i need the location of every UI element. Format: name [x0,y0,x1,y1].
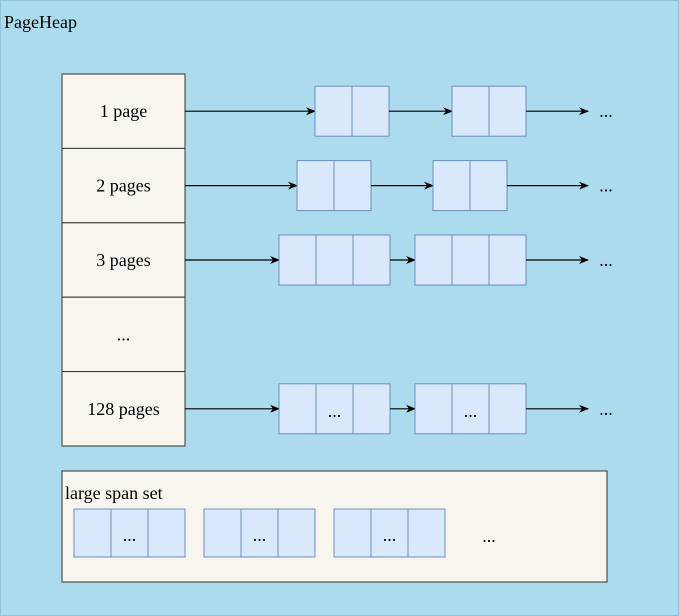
page-cell [469,160,508,212]
page-cell [414,234,453,286]
free-list-cell [61,296,186,373]
free-list-label: ... [117,324,131,344]
page-cell [451,85,490,137]
free-list-ellipsis: ... [599,250,613,270]
free-list-cell [61,73,186,149]
page-cell [203,508,242,558]
page-cell [351,85,390,137]
page-cell [315,383,354,435]
free-list-row: ... [61,296,186,373]
page-cell [488,383,527,435]
page-cell [407,508,446,558]
free-lists: 1 page...2 pages...3 pages......128 page… [61,73,613,447]
span-block: ... [278,383,391,435]
large-span-set: large span set ......... ... [61,470,608,583]
span-block [278,234,391,286]
free-list-label: 128 pages [87,399,159,419]
page-cell-ellipsis: ... [253,525,267,545]
page-cell [352,383,391,435]
free-list-ellipsis: ... [599,399,613,419]
large-span-block: ... [333,508,446,558]
page-cell [451,234,490,286]
page-cell [432,160,471,212]
page-cell [370,508,409,558]
span-block [296,160,372,212]
page-cell [296,160,335,212]
large-span-block: ... [203,508,316,558]
span-block: ... [414,383,527,435]
page-cell [314,85,353,137]
page-cell-ellipsis: ... [383,525,397,545]
span-block [432,160,508,212]
page-cell [315,234,354,286]
page-cell [414,383,453,435]
free-list-ellipsis: ... [599,176,613,196]
span-block [314,85,390,137]
page-cell-ellipsis: ... [328,401,342,421]
page-cell [147,508,186,558]
free-list-row: 1 page... [61,73,613,149]
span-block [451,85,527,137]
span-block [414,234,527,286]
free-list-row: 2 pages... [61,147,613,224]
free-list-label: 1 page [100,101,147,121]
page-cell [333,508,372,558]
page-cell [73,508,112,558]
free-list-ellipsis: ... [599,101,613,121]
page-cell [333,160,372,212]
free-list-cell [61,222,186,298]
page-cell [240,508,279,558]
page-cell [488,85,527,137]
large-span-set-spans: ......... [73,508,446,558]
page-cell-ellipsis: ... [464,401,478,421]
page-cell [352,234,391,286]
page-cell [278,234,317,286]
free-list-label: 2 pages [96,176,150,196]
large-span-set-label: large span set [65,483,163,503]
free-list-label: 3 pages [96,250,150,270]
pageheap-title: PageHeap [4,12,77,32]
page-cell [488,234,527,286]
free-list-row: 3 pages... [61,222,613,298]
page-cell [277,508,316,558]
free-list-row: 128 pages......... [61,371,613,447]
page-cell [451,383,490,435]
page-cell [278,383,317,435]
large-span-set-ellipsis: ... [482,526,496,546]
free-list-cell [61,371,186,447]
large-span-block: ... [73,508,186,558]
page-cell-ellipsis: ... [123,525,137,545]
page-cell [110,508,149,558]
